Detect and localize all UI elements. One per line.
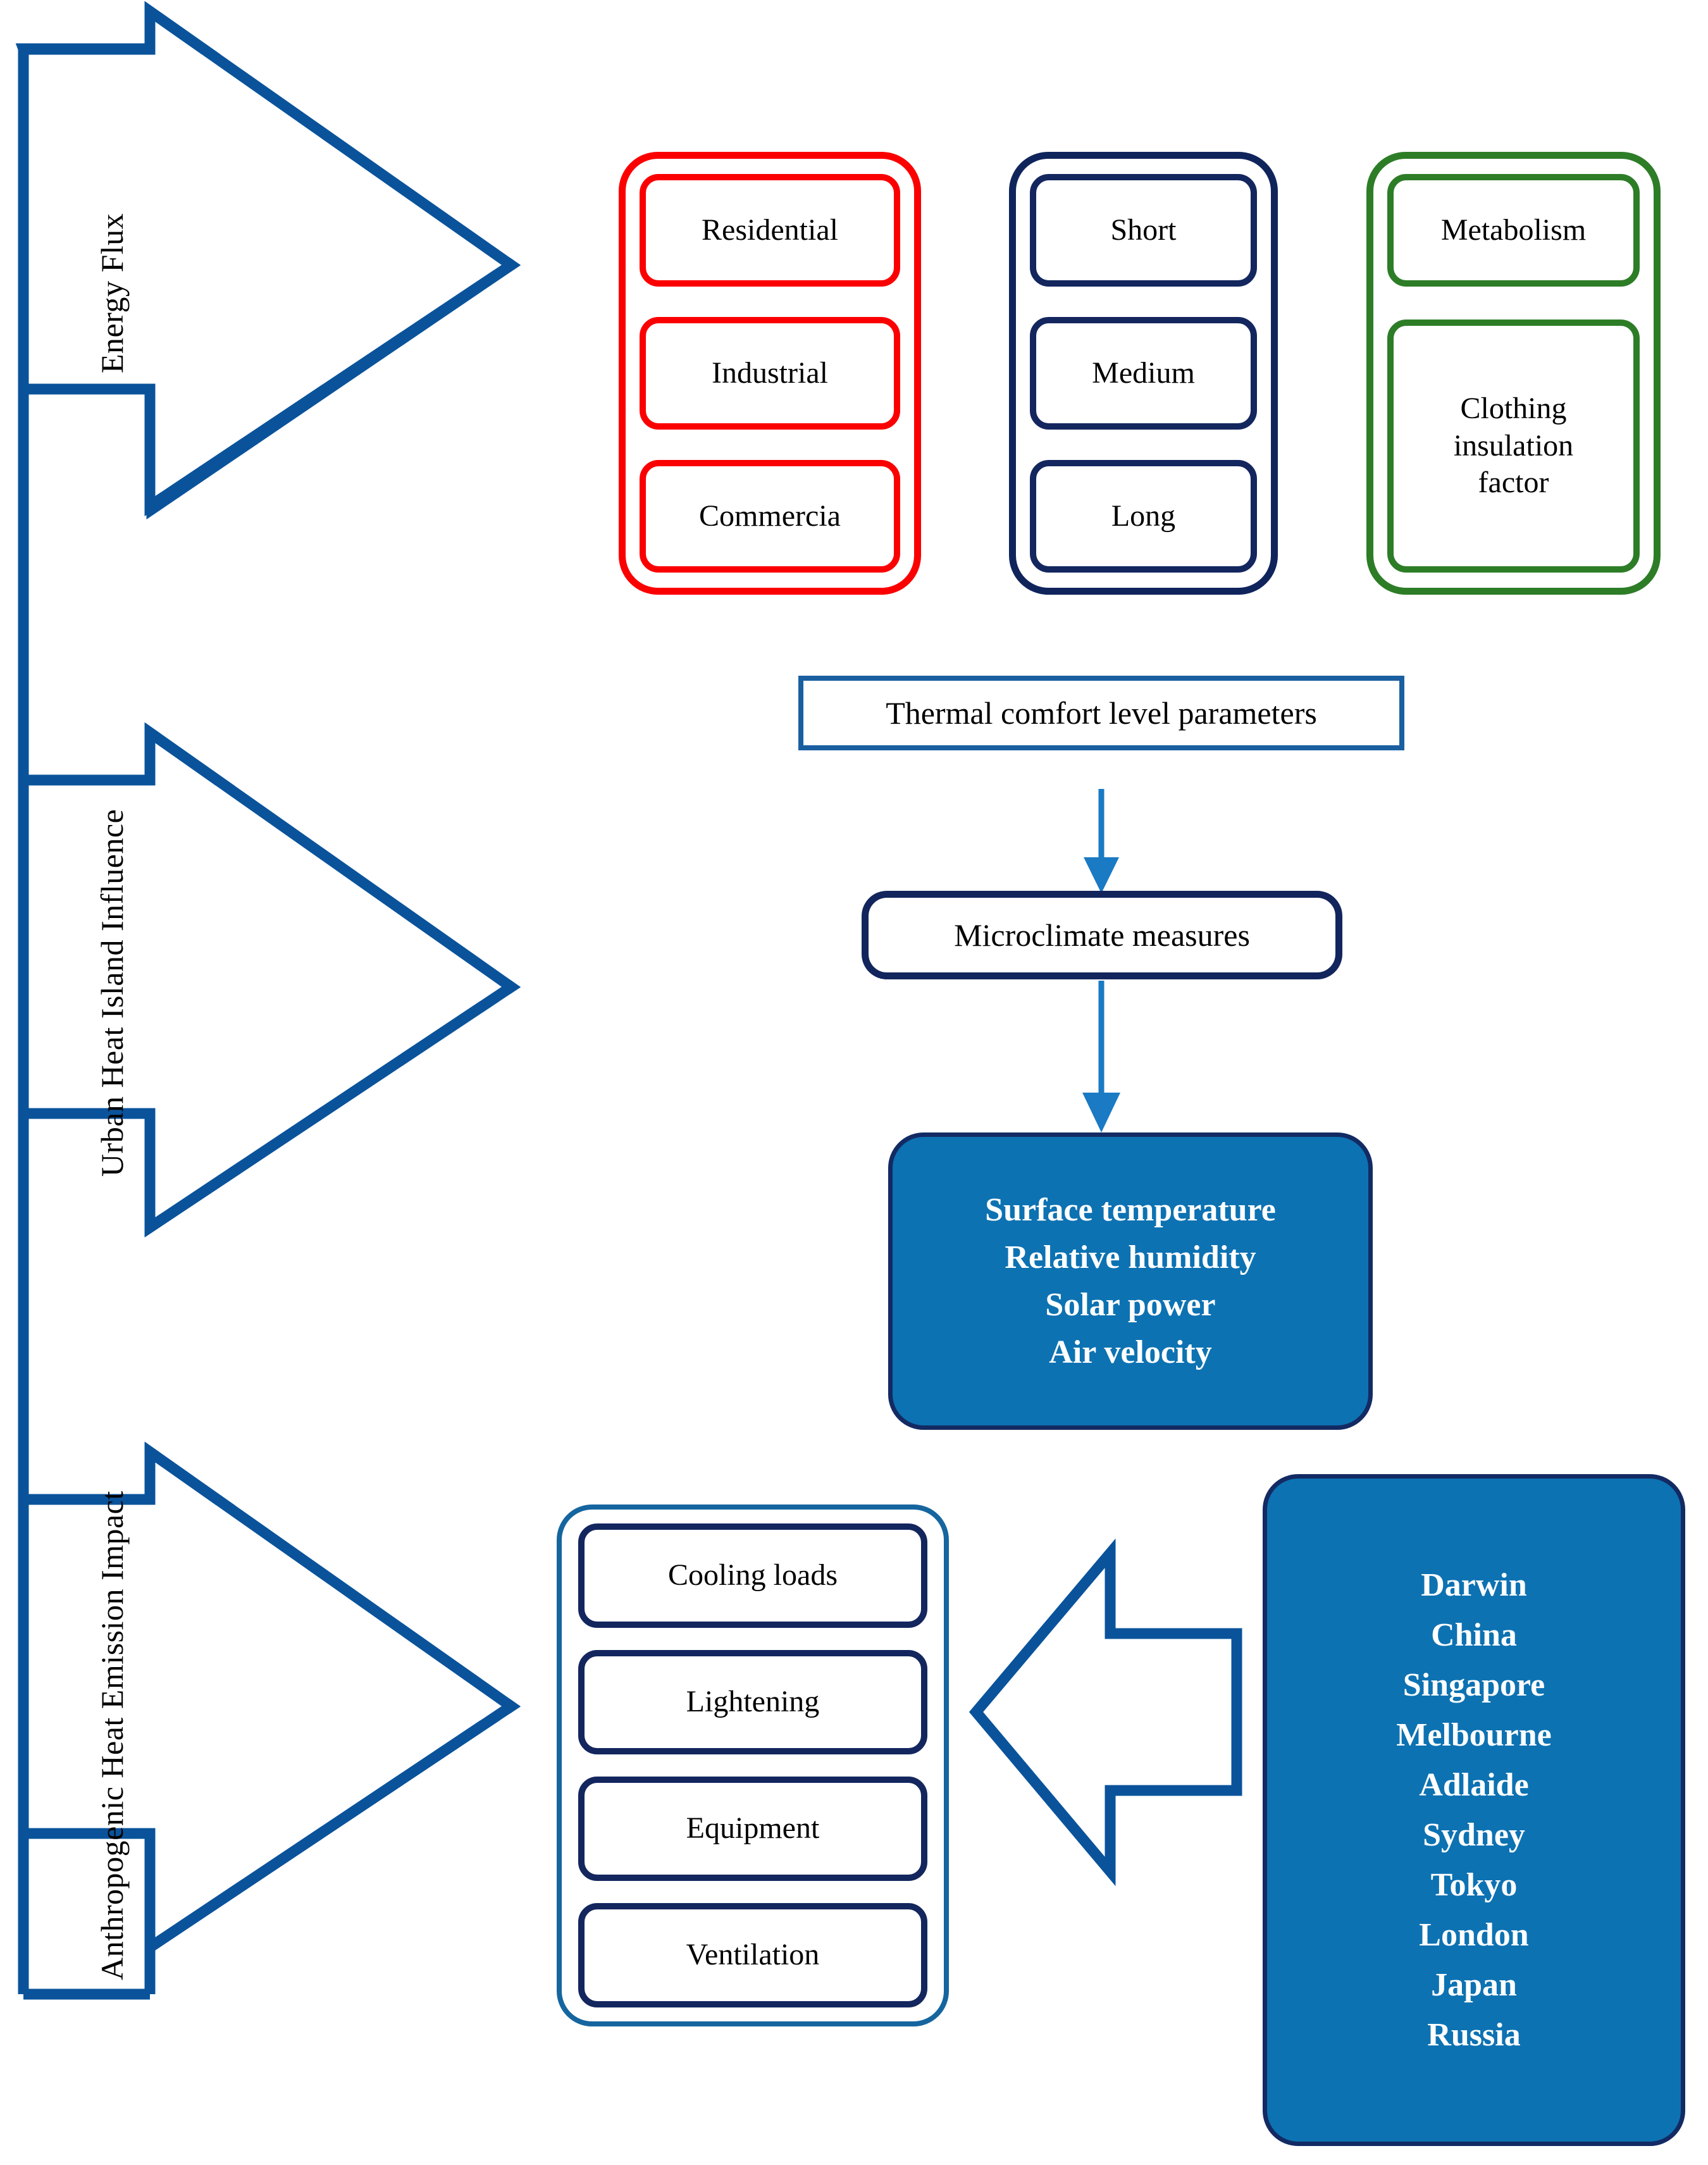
building-type-group: Residential Industrial Commercia	[619, 152, 921, 595]
thermal-to-microclimate-connector	[1084, 789, 1119, 893]
measure-surface-temperature: Surface temperature	[985, 1192, 1276, 1228]
stage-label-urban-heat-island-influence: Urban Heat Island Influence	[94, 809, 130, 1177]
chip-medium[interactable]: Medium	[1030, 317, 1257, 430]
measure-solar-power: Solar power	[1045, 1287, 1216, 1323]
chip-lightening[interactable]: Lightening	[578, 1650, 927, 1754]
study-locations-panel: Darwin China Singapore Melbourne Adlaide…	[1263, 1474, 1685, 2146]
building-energy-group: Cooling loads Lightening Equipment Venti…	[557, 1504, 949, 2026]
location-russia: Russia	[1427, 2017, 1521, 2053]
chip-industrial[interactable]: Industrial	[640, 317, 900, 430]
location-sydney: Sydney	[1423, 1817, 1525, 1853]
chip-long[interactable]: Long	[1030, 460, 1257, 573]
location-melbourne: Melbourne	[1396, 1717, 1552, 1753]
measure-relative-humidity: Relative humidity	[1005, 1239, 1256, 1275]
microclimate-measures-box[interactable]: Microclimate measures	[862, 891, 1342, 979]
human-factor-group: Metabolism Clothing insulation factor	[1366, 152, 1661, 595]
arrow-frame-spine	[18, 49, 156, 2000]
chip-short[interactable]: Short	[1030, 174, 1257, 287]
measure-air-velocity: Air velocity	[1049, 1334, 1212, 1370]
location-adlaide: Adlaide	[1419, 1767, 1529, 1803]
stage-label-energy-flux: Energy Flux	[94, 213, 130, 373]
location-japan: Japan	[1431, 1967, 1517, 2003]
location-singapore: Singapore	[1402, 1667, 1545, 1703]
chip-ventilation[interactable]: Ventilation	[578, 1903, 927, 2007]
location-tokyo: Tokyo	[1430, 1867, 1518, 1903]
chip-cooling-loads[interactable]: Cooling loads	[578, 1523, 927, 1628]
chip-commercia[interactable]: Commercia	[640, 460, 900, 573]
locations-to-building-energy-arrow	[968, 1538, 1242, 1887]
location-darwin: Darwin	[1421, 1567, 1527, 1603]
location-china: China	[1431, 1617, 1517, 1653]
duration-group: Short Medium Long	[1009, 152, 1278, 595]
stage-label-anthropogenic-heat-emission-impact: Anthropogenic Heat Emission Impact	[94, 1491, 130, 1980]
location-london: London	[1419, 1917, 1529, 1953]
microclimate-measures-panel: Surface temperature Relative humidity So…	[888, 1132, 1373, 1430]
chip-residential[interactable]: Residential	[640, 174, 900, 287]
chip-metabolism[interactable]: Metabolism	[1387, 174, 1640, 287]
microclimate-to-measures-connector	[1082, 981, 1120, 1132]
thermal-comfort-parameters-box[interactable]: Thermal comfort level parameters	[798, 676, 1404, 750]
chip-clothing-insulation-factor[interactable]: Clothing insulation factor	[1387, 319, 1640, 573]
chip-equipment[interactable]: Equipment	[578, 1777, 927, 1881]
